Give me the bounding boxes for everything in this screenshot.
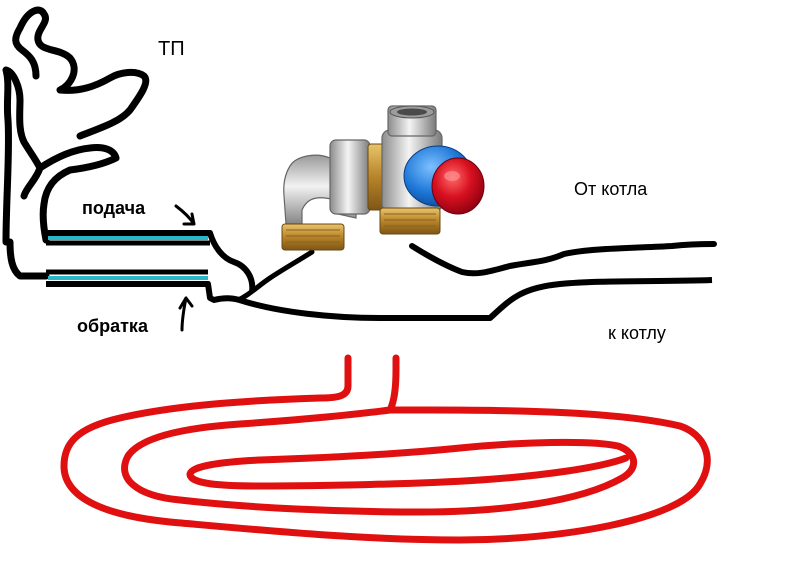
valve-left-connection bbox=[235, 249, 315, 303]
from-boiler-label: От котла bbox=[574, 179, 648, 199]
to-boiler-label: к котлу bbox=[608, 323, 666, 343]
return-label: обратка bbox=[77, 316, 148, 336]
return-pipe-outline bbox=[46, 277, 713, 321]
from-boiler-line bbox=[409, 241, 717, 277]
supply-arrow bbox=[174, 204, 196, 226]
return-arrow bbox=[178, 296, 194, 332]
floor-heating-loop-inner bbox=[121, 406, 637, 516]
supply-pipe-outline bbox=[46, 230, 256, 293]
tp-label: ТП bbox=[158, 38, 185, 60]
floor-heating-loop bbox=[60, 354, 711, 544]
supply-label: подача bbox=[82, 198, 146, 218]
house-outline bbox=[2, 6, 150, 280]
three-way-mixing-valve-icon bbox=[281, 105, 485, 251]
